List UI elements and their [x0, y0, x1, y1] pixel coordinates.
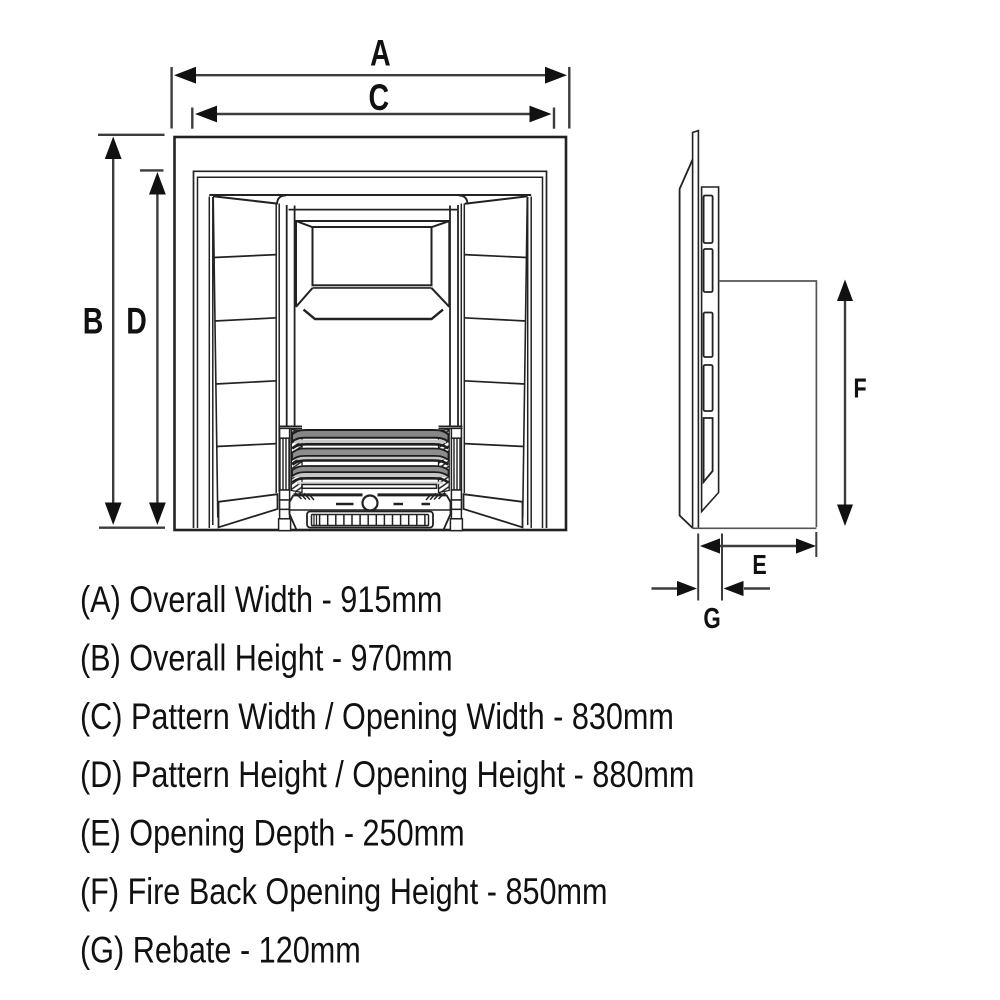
svg-text:(A) Overall Width - 915mm: (A) Overall Width - 915mm — [80, 579, 442, 620]
svg-text:(E) Opening Depth - 250mm: (E) Opening Depth - 250mm — [80, 813, 465, 854]
svg-text:(B) Overall Height - 970mm: (B) Overall Height - 970mm — [80, 638, 453, 679]
svg-text:G: G — [703, 603, 720, 634]
svg-text:A: A — [370, 32, 391, 73]
svg-text:C: C — [369, 76, 390, 117]
svg-text:(F) Fire Back Opening Height -: (F) Fire Back Opening Height - 850mm — [80, 871, 608, 912]
svg-text:E: E — [752, 549, 766, 580]
svg-text:(C) Pattern Width / Opening Wi: (C) Pattern Width / Opening Width - 830m… — [80, 696, 674, 737]
svg-text:F: F — [854, 373, 867, 404]
svg-text:(G) Rebate - 120mm: (G) Rebate - 120mm — [80, 930, 361, 971]
svg-text:B: B — [83, 300, 104, 341]
svg-text:(D) Pattern Height / Opening H: (D) Pattern Height / Opening Height - 88… — [80, 755, 694, 796]
svg-text:D: D — [126, 300, 147, 341]
